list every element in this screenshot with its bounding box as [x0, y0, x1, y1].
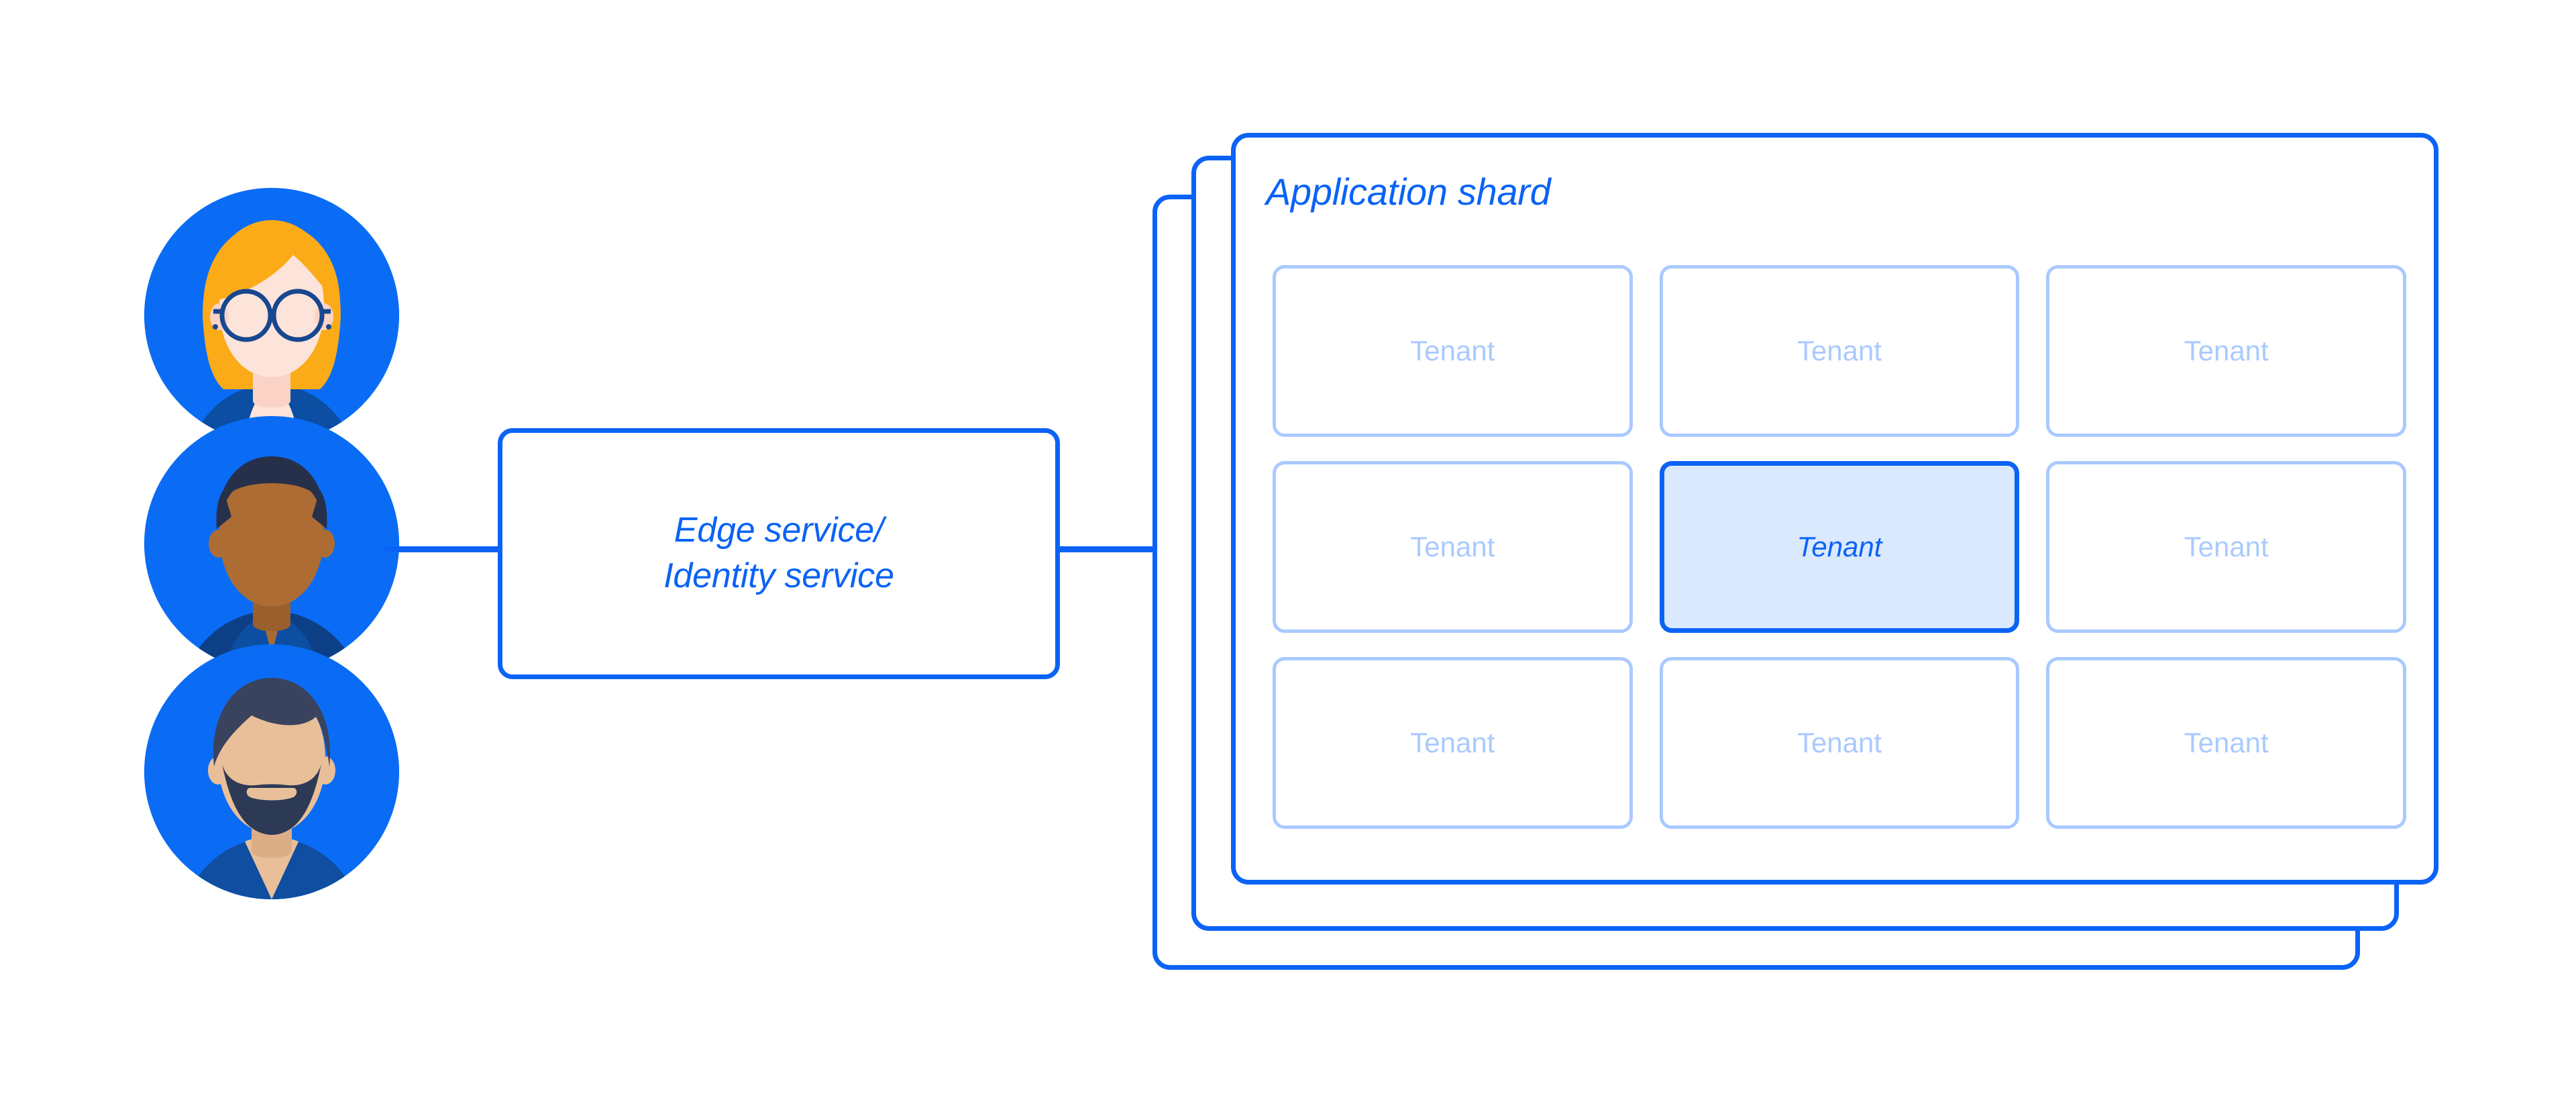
tenant-cell-4[interactable]: Tenant: [1273, 461, 1633, 633]
avatar-man-beard: [144, 644, 399, 899]
avatar-woman-glasses-art: [144, 188, 399, 443]
connector-edge-to-shard: [1053, 546, 1155, 552]
shard-title: Application shard: [1266, 170, 1551, 213]
tenant-cell-8[interactable]: Tenant: [1659, 657, 2020, 829]
avatar-man-beard-art: [144, 644, 399, 899]
tenant-label: Tenant: [1796, 727, 1882, 758]
tenant-cell-1[interactable]: Tenant: [1273, 265, 1633, 437]
avatar-man-short-hair: [144, 416, 399, 671]
edge-service-box[interactable]: Edge service/ Identity service: [498, 428, 1060, 679]
shard-card-front[interactable]: Application shard Tenant Tenant Tenant T…: [1231, 133, 2438, 885]
tenant-label: Tenant: [2184, 727, 2269, 758]
tenant-label: Tenant: [2184, 335, 2269, 366]
edge-service-label: Edge service/ Identity service: [663, 511, 894, 595]
tenant-label: Tenant: [1796, 335, 1882, 366]
tenant-cell-2[interactable]: Tenant: [1659, 265, 2020, 437]
tenant-cell-7[interactable]: Tenant: [1273, 657, 1633, 829]
tenant-label: Tenant: [2184, 531, 2269, 562]
tenant-cell-3[interactable]: Tenant: [2046, 265, 2406, 437]
tenant-cell-9[interactable]: Tenant: [2046, 657, 2406, 829]
avatar-woman-glasses: [144, 188, 399, 443]
tenant-label: Tenant: [1410, 727, 1495, 758]
tenant-label: Tenant: [1410, 335, 1495, 366]
connector-users-to-edge: [384, 546, 502, 552]
tenant-label: Tenant: [1410, 531, 1495, 562]
tenant-grid: Tenant Tenant Tenant Tenant Tenant Tenan…: [1273, 265, 2406, 829]
avatar-man-short-hair-art: [144, 416, 399, 671]
tenant-label: Tenant: [1796, 531, 1882, 562]
tenant-cell-6[interactable]: Tenant: [2046, 461, 2406, 633]
tenant-cell-5-active[interactable]: Tenant: [1659, 461, 2020, 633]
